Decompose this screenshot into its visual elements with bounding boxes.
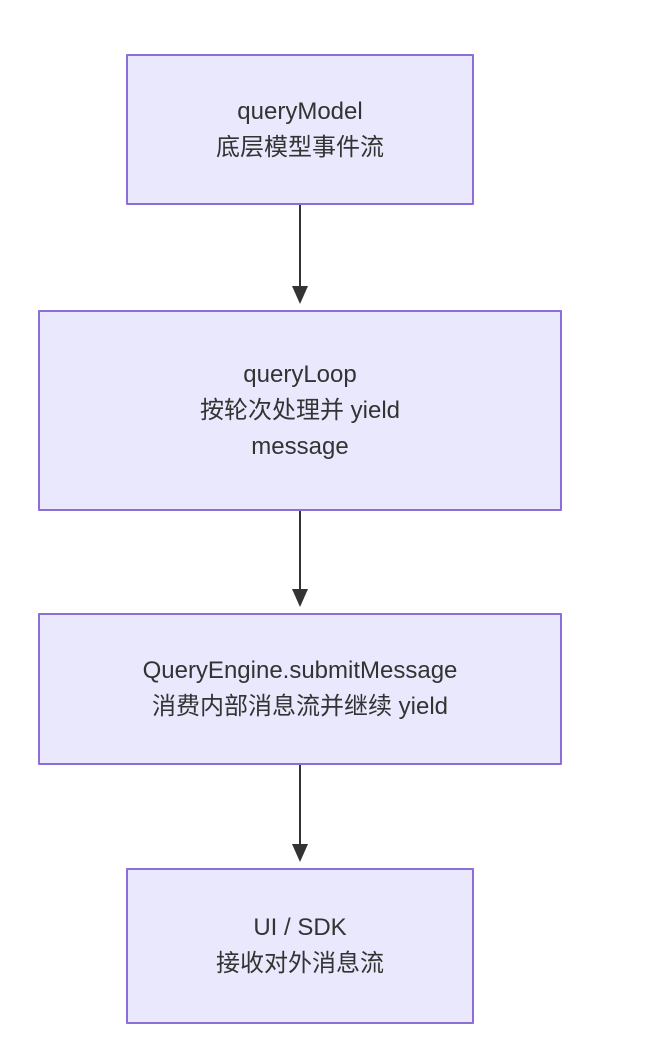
node-queryloop-subtitle: 按轮次处理并 yield message <box>199 396 401 460</box>
node-uisdk-subtitle: 接收对外消息流 <box>216 950 384 977</box>
node-querymodel-subtitle: 底层模型事件流 <box>216 133 384 161</box>
node-querymodel-title: queryModel <box>237 97 363 125</box>
flowchart-node-submitmessage[interactable]: QueryEngine.submitMessage 消费内部消息流并继续 yie… <box>38 613 562 765</box>
flowchart-node-queryloop[interactable]: queryLoop 按轮次处理并 yield message <box>38 310 562 511</box>
flowchart-node-querymodel[interactable]: queryModel 底层模型事件流 <box>126 54 474 205</box>
flowchart-node-uisdk[interactable]: UI / SDK 接收对外消息流 <box>126 868 474 1024</box>
node-submitmessage-subtitle: 消费内部消息流并继续 yield <box>151 693 449 720</box>
node-submitmessage-title: QueryEngine.submitMessage <box>142 657 458 684</box>
node-uisdk-title: UI / SDK <box>253 914 347 941</box>
node-queryloop-title: queryLoop <box>243 360 357 388</box>
